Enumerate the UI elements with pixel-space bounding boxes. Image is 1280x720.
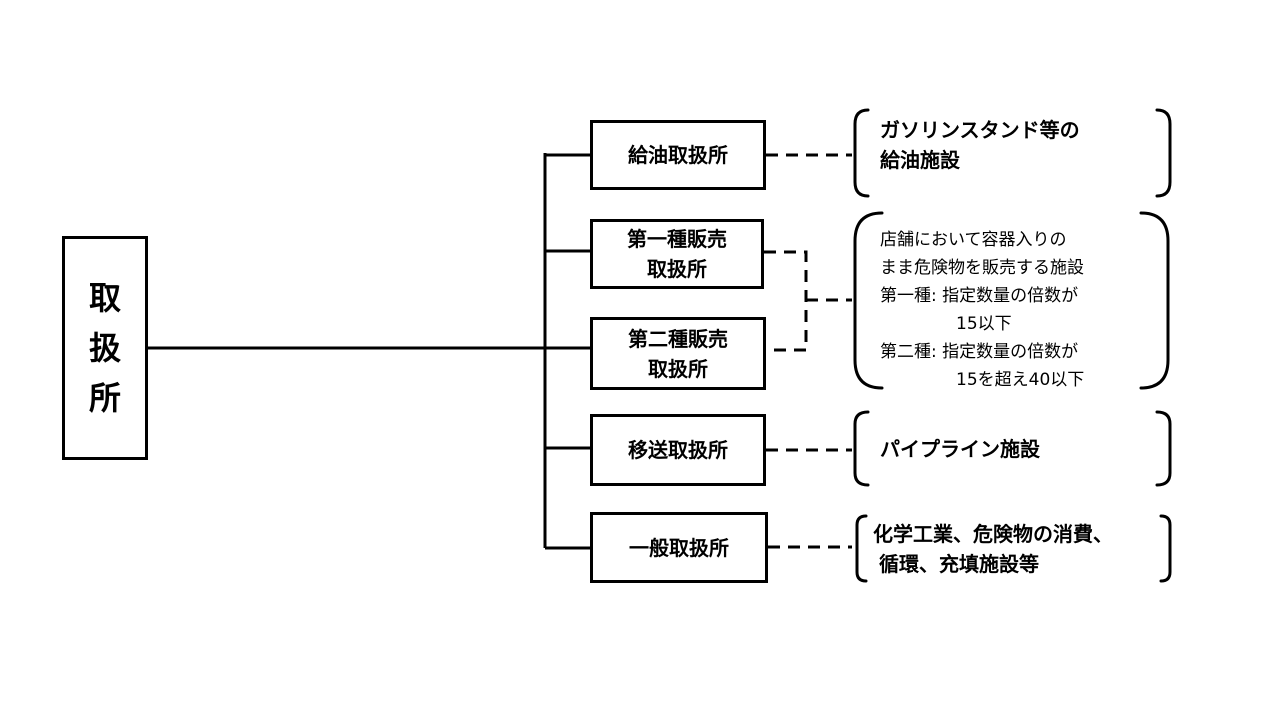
category-node-isou: 移送取扱所 bbox=[590, 414, 766, 486]
category-label: 移送取扱所 bbox=[628, 438, 728, 462]
category-label: 取扱所 bbox=[647, 257, 707, 281]
description-kyuyu: ガソリンスタンド等の 給油施設 bbox=[880, 115, 1080, 175]
tree-connectors bbox=[148, 153, 590, 550]
description-line: 第二種: 指定数量の倍数が bbox=[880, 342, 1079, 362]
dashed-connectors bbox=[764, 153, 852, 549]
left-brace-ippan bbox=[855, 514, 868, 583]
left-brace-hanbai bbox=[853, 211, 884, 390]
root-label-line: 扱 bbox=[88, 329, 121, 367]
left-brace-isou bbox=[853, 410, 870, 487]
category-label: 給油取扱所 bbox=[628, 143, 728, 167]
right-brace-isou bbox=[1155, 410, 1172, 487]
category-node-kyuyu: 給油取扱所 bbox=[590, 120, 766, 190]
right-brace-ippan bbox=[1159, 514, 1172, 583]
dash-line-hanbai-bracket bbox=[764, 250, 808, 352]
category-label: 第二種販売 bbox=[628, 326, 728, 351]
description-line: 化学工業、危険物の消費、 bbox=[873, 522, 1113, 546]
description-line: パイプライン施設 bbox=[880, 437, 1040, 461]
description-line: 循環、充填施設等 bbox=[879, 552, 1039, 576]
category-label: 一般取扱所 bbox=[629, 535, 729, 560]
left-brace-kyuyu bbox=[853, 108, 870, 198]
root-node-toriatsukaisho: 取 扱 所 bbox=[62, 236, 148, 460]
description-line: 15以下 bbox=[956, 314, 1012, 334]
category-label: 取扱所 bbox=[648, 356, 708, 381]
root-label-line: 所 bbox=[88, 379, 121, 417]
description-ippan: 化学工業、危険物の消費、 循環、充填施設等 bbox=[873, 519, 1113, 579]
right-brace-hanbai bbox=[1139, 211, 1170, 390]
category-node-ippan: 一般取扱所 bbox=[590, 512, 768, 583]
root-label-line: 取 bbox=[88, 279, 121, 317]
category-node-daini-hanbai: 第二種販売 取扱所 bbox=[590, 317, 766, 390]
description-hanbai: 店舗において容器入りの まま危険物を販売する施設 第一種: 指定数量の倍数が 1… bbox=[880, 226, 1084, 394]
description-isou: パイプライン施設 bbox=[880, 434, 1040, 464]
description-line: ガソリンスタンド等の bbox=[880, 118, 1080, 142]
category-node-daiichi-hanbai: 第一種販売 取扱所 bbox=[590, 219, 764, 289]
description-line: 給油施設 bbox=[880, 148, 960, 172]
braces bbox=[853, 108, 1172, 583]
description-line: 店舗において容器入りの bbox=[880, 230, 1067, 250]
category-label: 第一種販売 bbox=[627, 227, 727, 251]
description-line: 15を超え40以下 bbox=[956, 370, 1085, 390]
description-line: まま危険物を販売する施設 bbox=[880, 258, 1084, 278]
description-line: 第一種: 指定数量の倍数が bbox=[880, 286, 1079, 306]
right-brace-kyuyu bbox=[1155, 108, 1172, 198]
